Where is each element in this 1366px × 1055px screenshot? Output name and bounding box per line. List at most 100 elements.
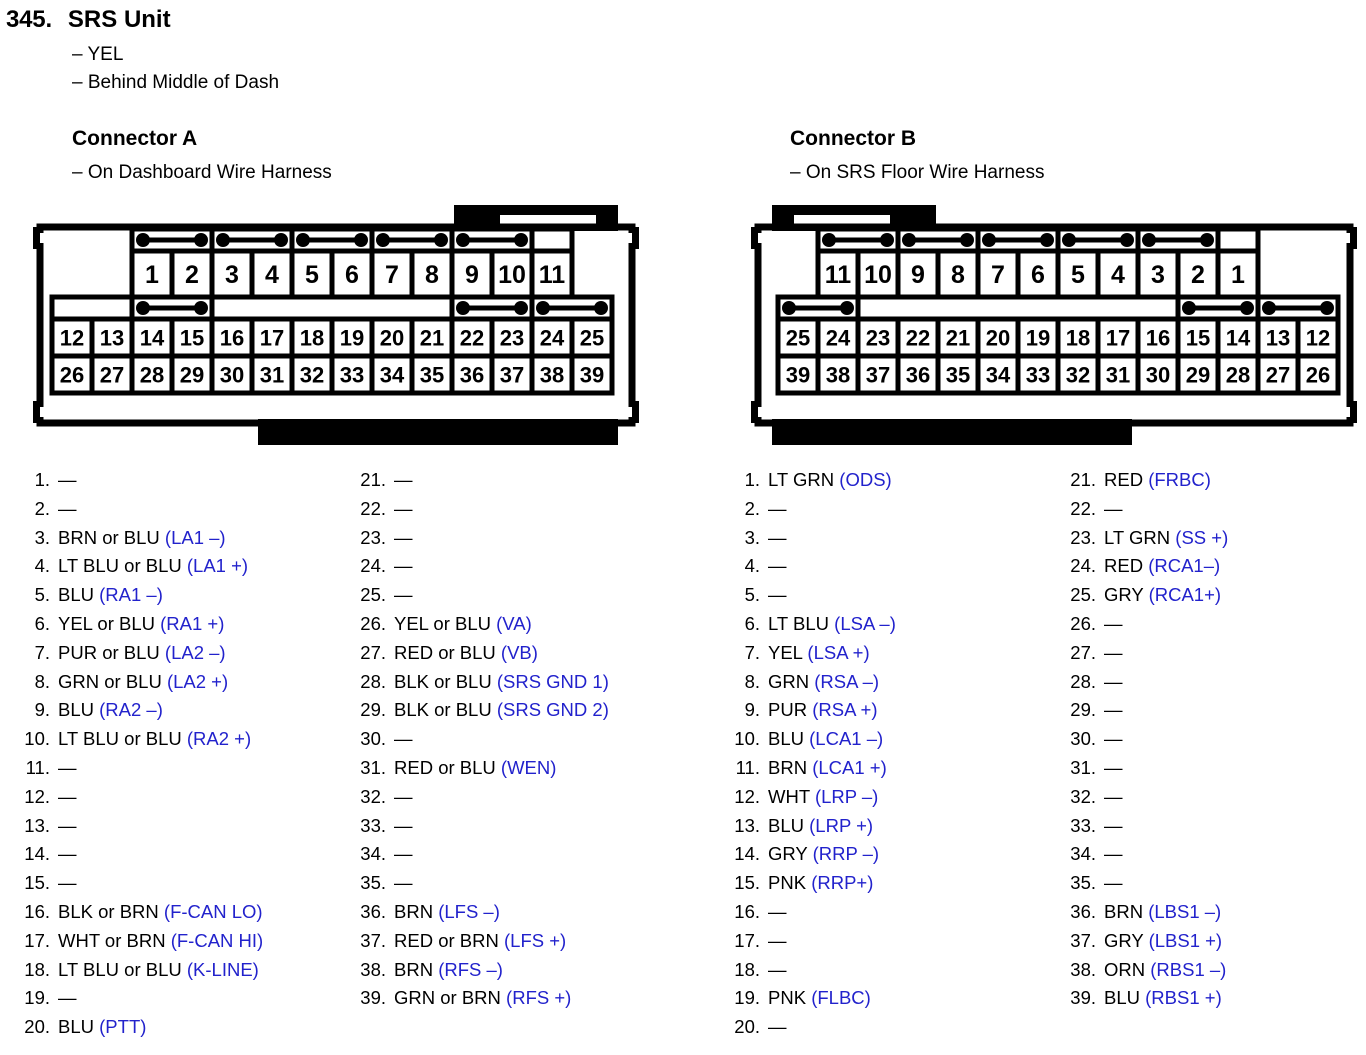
- pin-wire-color: BLU: [768, 728, 810, 750]
- pin-row: 13.BLU (LRP +): [726, 812, 896, 841]
- pin-wire-color: —: [394, 872, 413, 894]
- pin-description: —: [58, 754, 77, 783]
- pin-description: —: [58, 812, 77, 841]
- pin-signal-name: (RFS +): [506, 987, 572, 1009]
- pin-signal-name: (VB): [500, 641, 538, 663]
- pin-wire-color: BLK or BLU: [394, 670, 497, 692]
- svg-text:16: 16: [1146, 326, 1170, 351]
- pin-row: 7.YEL (LSA +): [726, 639, 896, 668]
- pin-description: RED or BLU (VB): [394, 639, 538, 668]
- svg-text:12: 12: [60, 326, 84, 351]
- pin-number: 8.: [34, 670, 50, 692]
- pin-number: 36.: [360, 900, 386, 922]
- pin-wire-color: —: [394, 785, 413, 807]
- pin-number: 33.: [360, 814, 386, 836]
- pin-row: 18.LT BLU or BLU (K-LINE): [16, 956, 263, 985]
- pin-row: 20.—: [726, 1013, 896, 1042]
- pin-number: 33.: [1070, 814, 1096, 836]
- pin-wire-color: GRN or BRN: [394, 987, 507, 1009]
- pin-row: 1.—: [16, 466, 263, 495]
- svg-text:12: 12: [1306, 326, 1330, 351]
- pin-number: 34.: [1070, 843, 1096, 865]
- svg-text:16: 16: [220, 326, 244, 351]
- svg-text:22: 22: [906, 326, 930, 351]
- pin-signal-name: (LCA1 –): [809, 728, 884, 750]
- svg-text:6: 6: [1031, 261, 1045, 289]
- pin-number: 24.: [360, 555, 386, 577]
- svg-text:19: 19: [340, 326, 364, 351]
- pin-description: LT BLU or BLU (K-LINE): [58, 956, 259, 985]
- svg-text:21: 21: [420, 326, 444, 351]
- pin-signal-name: (SRS GND 1): [496, 670, 609, 692]
- pin-signal-name: (FLBC): [811, 987, 871, 1009]
- svg-text:27: 27: [100, 363, 124, 388]
- pin-wire-color: BLU: [58, 584, 100, 606]
- pin-number: 10.: [24, 728, 50, 750]
- pin-number: 17.: [24, 929, 50, 951]
- pin-wire-color: —: [1104, 670, 1123, 692]
- pin-row: 25.GRY (RCA1+): [1062, 581, 1228, 610]
- pin-description: —: [768, 956, 787, 985]
- pin-signal-name: (RSA –): [814, 670, 880, 692]
- pin-row: 10.BLU (LCA1 –): [726, 725, 896, 754]
- pin-row: 32.—: [352, 783, 609, 812]
- pin-wire-color: GRN: [768, 670, 815, 692]
- pin-number: 11.: [25, 756, 50, 778]
- pin-description: BLU (RBS1 +): [1104, 984, 1222, 1013]
- pin-row: 35.—: [352, 869, 609, 898]
- pin-wire-color: —: [1104, 785, 1123, 807]
- connector-a-pin-list-right: 21.—22.—23.—24.—25.—26.YEL or BLU (VA)27…: [352, 466, 609, 1013]
- pin-wire-color: YEL or BLU: [394, 612, 497, 634]
- pin-signal-name: (PTT): [99, 1016, 147, 1038]
- pin-row: 32.—: [1062, 783, 1228, 812]
- pin-row: 4.LT BLU or BLU (LA1 +): [16, 552, 263, 581]
- pin-row: 21. RED (FRBC): [1062, 466, 1228, 495]
- connector-a-pin-list-left: 1.—2.—3.BRN or BLU (LA1 –)4.LT BLU or BL…: [16, 466, 263, 1042]
- pin-number: 37.: [1070, 929, 1096, 951]
- pin-number: 21.: [360, 469, 386, 490]
- pin-number: 21.: [1070, 469, 1096, 490]
- pin-row: 10.LT BLU or BLU (RA2 +): [16, 725, 263, 754]
- svg-text:37: 37: [866, 363, 890, 388]
- pin-number: 18.: [734, 958, 760, 980]
- pin-wire-color: PNK: [768, 987, 812, 1009]
- pin-signal-name: (RFS –): [438, 958, 503, 980]
- svg-text:11: 11: [825, 261, 852, 289]
- pin-wire-color: BLK or BLU: [394, 699, 497, 721]
- pin-row: 11. —: [16, 754, 263, 783]
- pin-number: 39.: [360, 987, 386, 1009]
- svg-text:20: 20: [986, 326, 1010, 351]
- svg-text:21: 21: [946, 326, 970, 351]
- pin-description: PNK (RRP+): [768, 869, 873, 898]
- pin-signal-name: (LA2 +): [166, 670, 229, 692]
- pin-signal-name: (RA2 +): [186, 728, 252, 750]
- pin-row: 38.ORN (RBS1 –): [1062, 956, 1228, 985]
- pin-wire-color: —: [1104, 641, 1123, 663]
- pin-wire-color: —: [58, 785, 77, 807]
- pin-number: 1.: [744, 469, 760, 490]
- pin-number: 29.: [1070, 699, 1096, 721]
- pin-number: 34.: [360, 843, 386, 865]
- pin-description: —: [58, 869, 77, 898]
- pin-number: 7.: [34, 641, 50, 663]
- pin-row: 26.YEL or BLU (VA): [352, 610, 609, 639]
- pin-description: —: [58, 984, 77, 1013]
- pin-description: —: [1104, 668, 1123, 697]
- pin-row: 6.LT BLU (LSA –): [726, 610, 896, 639]
- pin-wire-color: RED or BLU: [394, 641, 501, 663]
- pin-description: —: [394, 552, 413, 581]
- pin-description: —: [1104, 696, 1123, 725]
- pin-description: —: [58, 495, 77, 524]
- pin-number: 25.: [360, 584, 386, 606]
- svg-text:24: 24: [540, 326, 565, 351]
- pin-wire-color: —: [1104, 699, 1123, 721]
- pin-wire-color: BRN: [768, 756, 813, 778]
- pin-signal-name: (RRP –): [812, 843, 880, 865]
- pin-description: RED (FRBC): [1104, 466, 1211, 495]
- pin-row: 37.RED or BRN (LFS +): [352, 927, 609, 956]
- pin-wire-color: —: [58, 469, 77, 490]
- pin-wire-color: —: [768, 958, 787, 980]
- pin-number: 28.: [360, 670, 386, 692]
- svg-text:15: 15: [1186, 326, 1210, 351]
